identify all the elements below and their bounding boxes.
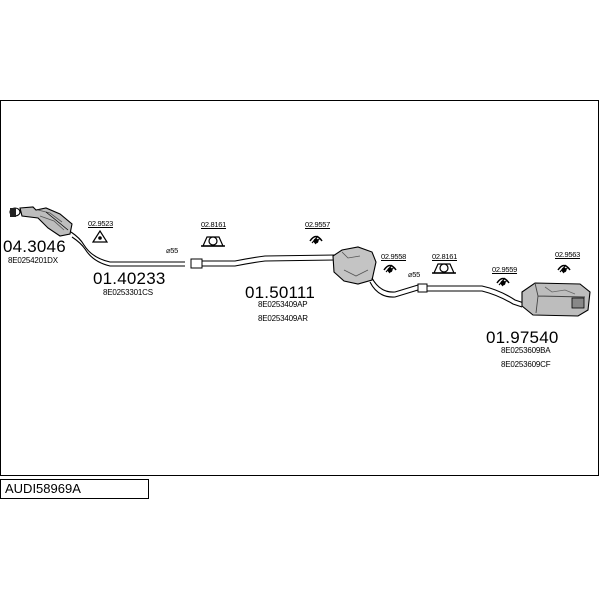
catalytic-converter-drawing bbox=[9, 206, 73, 237]
fitting-number: 02.8161 bbox=[201, 220, 227, 229]
diagram-frame bbox=[0, 100, 599, 476]
part-number-rear-silencer: 01.97540 bbox=[486, 328, 559, 347]
rear-silencer-drawing bbox=[521, 282, 591, 317]
oem-number: 8E0253609CF bbox=[501, 360, 551, 369]
part-number-catalyst: 04.3046 bbox=[3, 237, 66, 256]
fitting-number: 02.9558 bbox=[381, 252, 407, 261]
oem-number: 8E0253409AP bbox=[258, 300, 308, 309]
fitting-number: 02.9523 bbox=[88, 219, 114, 228]
fitting-number: 02.9557 bbox=[305, 220, 331, 229]
fitting-number: 02.9563 bbox=[555, 250, 581, 259]
diagram-code: AUDI58969A bbox=[0, 479, 149, 499]
fitting-number: 02.9559 bbox=[492, 265, 518, 274]
rubber-mount-icon bbox=[201, 236, 225, 247]
hanger-icon bbox=[309, 235, 323, 245]
oem-number: 8E0254201DX bbox=[8, 256, 58, 265]
oem-number: 8E0253409AR bbox=[258, 314, 308, 323]
rear-pipe-drawing bbox=[417, 283, 525, 308]
hanger-icon-3 bbox=[496, 277, 510, 287]
hanger-icon-2 bbox=[383, 264, 397, 274]
oem-number: 8E0253609BA bbox=[501, 346, 551, 355]
oem-number: 8E0253301CS bbox=[103, 288, 153, 297]
rubber-mount-icon-2 bbox=[432, 263, 456, 274]
fitting-bracket-icon bbox=[91, 229, 109, 243]
fitting-number: 02.8161 bbox=[432, 252, 458, 261]
pipe-diameter-label: ⌀55 bbox=[408, 270, 420, 279]
centre-pipe-drawing bbox=[190, 254, 336, 269]
part-number-centre-silencer: 01.50111 bbox=[245, 283, 315, 302]
part-number-front-pipe: 01.40233 bbox=[93, 269, 166, 288]
hanger-icon-4 bbox=[557, 264, 571, 274]
pipe-diameter-label: ⌀55 bbox=[166, 246, 178, 255]
front-pipe-drawing bbox=[70, 231, 185, 267]
centre-silencer-drawing bbox=[332, 246, 419, 298]
